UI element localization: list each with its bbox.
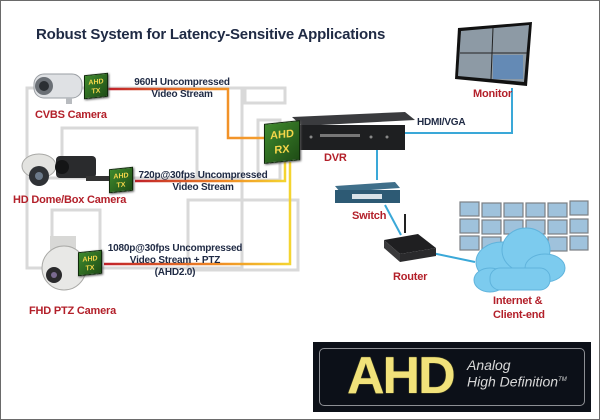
- ahd-tx-chip-hd: AHD TX: [109, 166, 133, 194]
- fhd-ptz-camera-icon: [41, 236, 87, 291]
- cable-hd: [135, 162, 287, 183]
- cvbs-camera-icon: [33, 73, 83, 104]
- dvr-label: DVR: [324, 152, 347, 164]
- internet-line: Client-end: [493, 309, 545, 321]
- ahd-logo-subtitle: Analog High DefinitionTM: [467, 358, 567, 390]
- stream-line: 1080p@30fps Uncompressed: [107, 243, 243, 254]
- ahd-logo-mark: AHD: [347, 347, 456, 405]
- switch-label: Switch: [352, 210, 387, 222]
- ahd-tx-chip-fhd: AHD TX: [78, 249, 102, 277]
- hd-dome-box-camera-icon: [21, 153, 112, 186]
- monitor-icon: [455, 22, 532, 86]
- ahd-tx-chip-cvbs: AHD TX: [84, 72, 108, 100]
- ahd-logo: AHD Analog High DefinitionTM: [313, 342, 591, 412]
- switch-icon: [335, 182, 400, 203]
- monitor-label: Monitor: [473, 88, 512, 100]
- trademark: TM: [558, 377, 567, 383]
- cable-switch-router: [384, 204, 402, 236]
- page-title: Robust System for Latency-Sensitive Appl…: [36, 26, 386, 43]
- ahd-logo-line: High Definition: [467, 373, 559, 390]
- internet-line: Internet &: [493, 295, 543, 307]
- stream-line: 960H Uncompressed: [134, 77, 230, 88]
- ahd-logo-line: Analog: [467, 357, 511, 373]
- cable-router-cloud: [431, 252, 476, 263]
- cvbs-camera-label: CVBS Camera: [35, 109, 107, 121]
- ahd-logo-border: [319, 348, 585, 406]
- stream-line: Video Stream: [151, 89, 213, 100]
- stream-label-fhd: 1080p@30fps Uncompressed Video Stream + …: [105, 243, 245, 279]
- internet-label: Internet & Client-end: [493, 294, 545, 322]
- cloud-icon: [473, 227, 566, 293]
- cable-cvbs: [108, 87, 268, 140]
- cable-hdmi: [356, 88, 513, 134]
- stream-line: (AHD2.0): [154, 267, 196, 278]
- router-icon: [384, 214, 436, 262]
- stream-line: 720p@30fps Uncompressed: [138, 170, 268, 181]
- cable-fhd: [104, 162, 292, 266]
- stream-line: Video Stream: [172, 182, 234, 193]
- fhd-ptz-camera-label: FHD PTZ Camera: [29, 305, 117, 317]
- hd-dome-box-camera-label: HD Dome/Box Camera: [13, 194, 127, 206]
- router-label: Router: [393, 271, 428, 283]
- hdmi-vga-label: HDMI/VGA: [417, 117, 466, 128]
- dvr-icon: [292, 112, 415, 150]
- ahd-rx-chip: AHD RX: [264, 120, 300, 164]
- stream-line: Video Stream + PTZ: [129, 255, 221, 266]
- stream-label-hd: 720p@30fps Uncompressed Video Stream: [138, 170, 268, 194]
- stream-label-cvbs: 960H Uncompressed Video Stream: [112, 77, 252, 101]
